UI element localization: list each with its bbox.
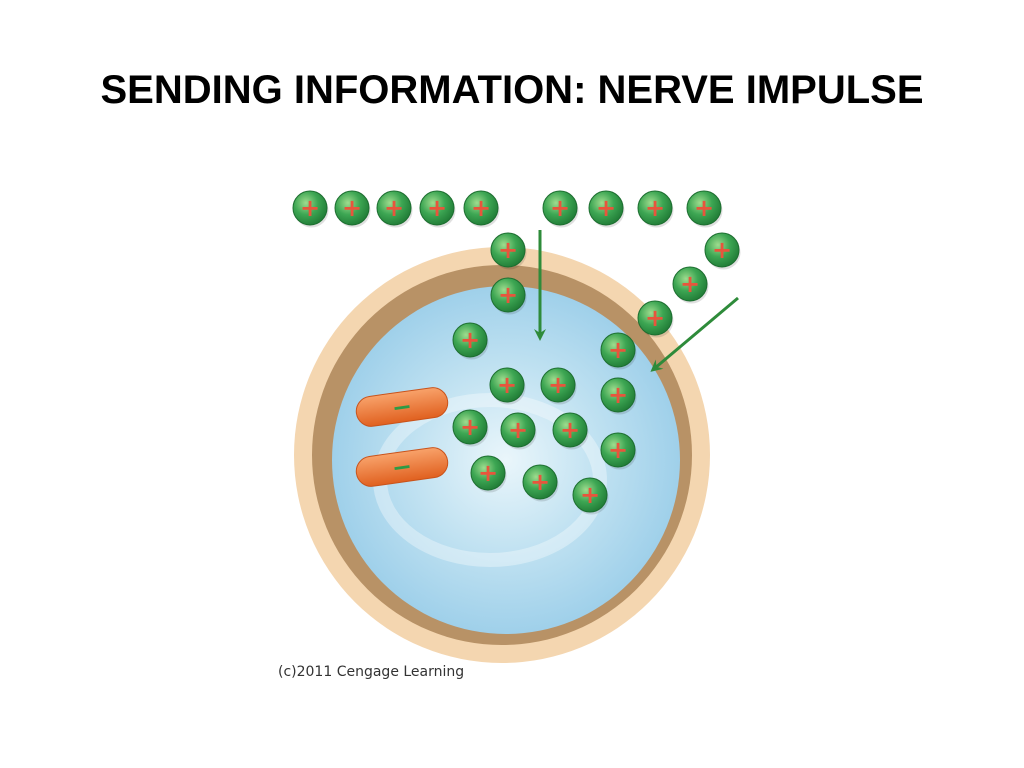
positive-ion: + — [292, 190, 329, 228]
positive-ion-symbol: + — [548, 371, 568, 399]
positive-ion-symbol: + — [694, 194, 714, 222]
slide-title: SENDING INFORMATION: NERVE IMPULSE — [100, 68, 924, 112]
positive-ion: + — [470, 455, 507, 493]
nerve-impulse-diagram: −− ++++++++++++++++++++++++++ (c)2011 Ce… — [270, 180, 750, 700]
positive-ion-symbol: + — [498, 236, 518, 264]
positive-ion: + — [542, 190, 579, 228]
positive-ion: + — [637, 300, 674, 338]
positive-ion-symbol: + — [530, 468, 550, 496]
negative-ions: −− — [355, 387, 449, 487]
positive-ion: + — [704, 232, 741, 270]
positive-ion-symbol: + — [608, 336, 628, 364]
positive-ion: + — [419, 190, 456, 228]
positive-ion: + — [376, 190, 413, 228]
positive-ion: + — [452, 322, 489, 360]
cell-fluid — [332, 286, 680, 634]
positive-ion: + — [489, 367, 526, 405]
positive-ion: + — [572, 477, 609, 515]
positive-ion: + — [452, 409, 489, 447]
positive-ion: + — [600, 377, 637, 415]
positive-ions: ++++++++++++++++++++++++++ — [292, 190, 741, 515]
positive-ion-symbol: + — [300, 194, 320, 222]
positive-ion: + — [672, 266, 709, 304]
negative-ion: − — [355, 447, 449, 487]
negative-ion: − — [355, 387, 449, 427]
arrow-diagonal — [650, 296, 739, 372]
positive-ion: + — [637, 190, 674, 228]
positive-ion-symbol: + — [508, 416, 528, 444]
positive-ion-symbol: + — [342, 194, 362, 222]
positive-ion-symbol: + — [645, 194, 665, 222]
positive-ion: + — [500, 412, 537, 450]
positive-ion-symbol: + — [460, 413, 480, 441]
positive-ion: + — [600, 332, 637, 370]
positive-ion-symbol: + — [560, 416, 580, 444]
diagram-canvas: −− ++++++++++++++++++++++++++ — [292, 190, 741, 663]
positive-ion-symbol: + — [608, 381, 628, 409]
positive-ion: + — [490, 232, 527, 270]
positive-ion-symbol: + — [460, 326, 480, 354]
positive-ion-symbol: + — [471, 194, 491, 222]
positive-ion-symbol: + — [596, 194, 616, 222]
positive-ion-symbol: + — [645, 304, 665, 332]
positive-ion-symbol: + — [580, 481, 600, 509]
positive-ion-symbol: + — [498, 281, 518, 309]
positive-ion-symbol: + — [384, 194, 404, 222]
positive-ion: + — [588, 190, 625, 228]
positive-ion: + — [463, 190, 500, 228]
positive-ion-symbol: + — [478, 459, 498, 487]
credit-text: (c)2011 Cengage Learning — [278, 664, 465, 680]
positive-ion-symbol: + — [608, 436, 628, 464]
positive-ion-symbol: + — [712, 236, 732, 264]
positive-ion-symbol: + — [550, 194, 570, 222]
positive-ion-symbol: + — [680, 270, 700, 298]
positive-ion: + — [334, 190, 371, 228]
positive-ion: + — [686, 190, 723, 228]
positive-ion-symbol: + — [427, 194, 447, 222]
positive-ion: + — [600, 432, 637, 470]
positive-ion-symbol: + — [497, 371, 517, 399]
positive-ion: + — [540, 367, 577, 405]
positive-ion: + — [522, 464, 559, 502]
negative-ion-symbol: − — [390, 452, 414, 483]
positive-ion: + — [490, 277, 527, 315]
negative-ion-symbol: − — [390, 392, 414, 423]
positive-ion: + — [552, 412, 589, 450]
